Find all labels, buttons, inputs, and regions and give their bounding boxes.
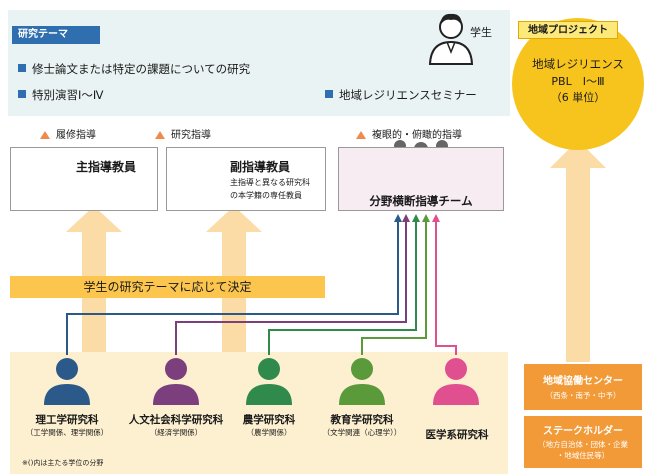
regional-center-title: 地域協働センター bbox=[543, 376, 623, 387]
main-advisor-box bbox=[10, 147, 158, 211]
footnote: ※()内は主たる学位の分野 bbox=[22, 459, 104, 467]
school-sub-humanities: （経済学関係） bbox=[149, 428, 203, 437]
decision-bar bbox=[10, 276, 325, 298]
upward-arrow-regional bbox=[550, 140, 606, 362]
regional-project-label: 地域プロジェクト bbox=[518, 21, 618, 39]
school-icon-humanities bbox=[153, 358, 199, 405]
connector-medicine bbox=[435, 222, 457, 355]
regional-center-box: 地域協働センター （西条・南予・中予） bbox=[524, 364, 642, 410]
triangle-up-icon bbox=[40, 131, 50, 139]
school-name-agriculture: 農学研究科 bbox=[242, 414, 296, 426]
guidance-research: 研究指導 bbox=[155, 126, 211, 141]
bullet-square-icon bbox=[325, 90, 333, 98]
main-advisor-title: 主指導教員 bbox=[76, 160, 137, 174]
sub-advisor-title: 副指導教員 bbox=[230, 160, 291, 174]
connector-agriculture bbox=[268, 222, 417, 355]
school-name-medicine: 医学系研究科 bbox=[425, 429, 489, 441]
triangle-up-icon bbox=[356, 131, 366, 139]
team-box bbox=[338, 147, 504, 211]
school-icon-medicine bbox=[433, 358, 479, 405]
triangle-up-icon bbox=[155, 131, 165, 139]
project-line-3: （6 単位） bbox=[550, 91, 606, 104]
connector-science-engineering bbox=[66, 222, 399, 355]
sub-advisor-desc-1: 主指導と異なる研究科 bbox=[230, 178, 310, 187]
project-line-2: PBL Ⅰ～Ⅲ bbox=[551, 75, 605, 88]
connector-education bbox=[361, 222, 427, 355]
school-name-education: 教育学研究科 bbox=[330, 414, 394, 426]
regional-center-sub: （西条・南予・中予） bbox=[545, 391, 621, 400]
sub-advisor-desc-2: の本学籍の専任教員 bbox=[230, 191, 302, 200]
school-icon-science-engineering bbox=[44, 358, 90, 405]
stakeholder-sub-1: （地方自治体・団体・企業 bbox=[538, 440, 628, 449]
student-icon bbox=[428, 13, 474, 65]
school-connector-lines bbox=[66, 214, 457, 355]
guidance-main: 履修指導 bbox=[40, 126, 96, 141]
guidance-cross: 複眼的・俯瞰的指導 bbox=[356, 126, 462, 141]
connector-humanities bbox=[175, 222, 407, 355]
stakeholder-box: ステークホルダー （地方自治体・団体・企業 ・地域住民等） bbox=[524, 416, 642, 468]
topic-resilience-seminar: 地域レジリエンスセミナー bbox=[325, 87, 477, 103]
school-icon-education bbox=[339, 358, 385, 405]
bullet-square-icon bbox=[18, 64, 26, 72]
school-sub-agriculture: （農学関係） bbox=[246, 428, 292, 437]
student-label: 学生 bbox=[470, 26, 492, 39]
topic-thesis: 修士論文または特定の課題についての研究 bbox=[18, 61, 250, 77]
school-sub-education: （文学関連（心理学）） bbox=[322, 428, 402, 437]
stakeholder-sub-2: ・地域住民等） bbox=[556, 451, 610, 460]
research-theme-label: 研究テーマ bbox=[12, 26, 100, 44]
school-sub-science-engineering: （工学関係、理学関係） bbox=[25, 428, 109, 437]
team-title: 分野横断指導チーム bbox=[369, 194, 473, 208]
stakeholder-title: ステークホルダー bbox=[543, 426, 623, 437]
bullet-square-icon bbox=[18, 90, 26, 98]
decision-text: 学生の研究テーマに応じて決定 bbox=[83, 280, 252, 294]
sub-advisor-box bbox=[166, 147, 326, 211]
school-icon-agriculture bbox=[246, 358, 292, 405]
project-line-1: 地域レジリエンス bbox=[532, 57, 624, 71]
school-name-humanities: 人文社会科学研究科 bbox=[128, 414, 224, 426]
topic-special-seminar: 特別演習Ⅰ～Ⅳ bbox=[18, 87, 104, 103]
school-name-science-engineering: 理工学研究科 bbox=[35, 414, 99, 426]
regional-project-circle bbox=[512, 18, 644, 150]
